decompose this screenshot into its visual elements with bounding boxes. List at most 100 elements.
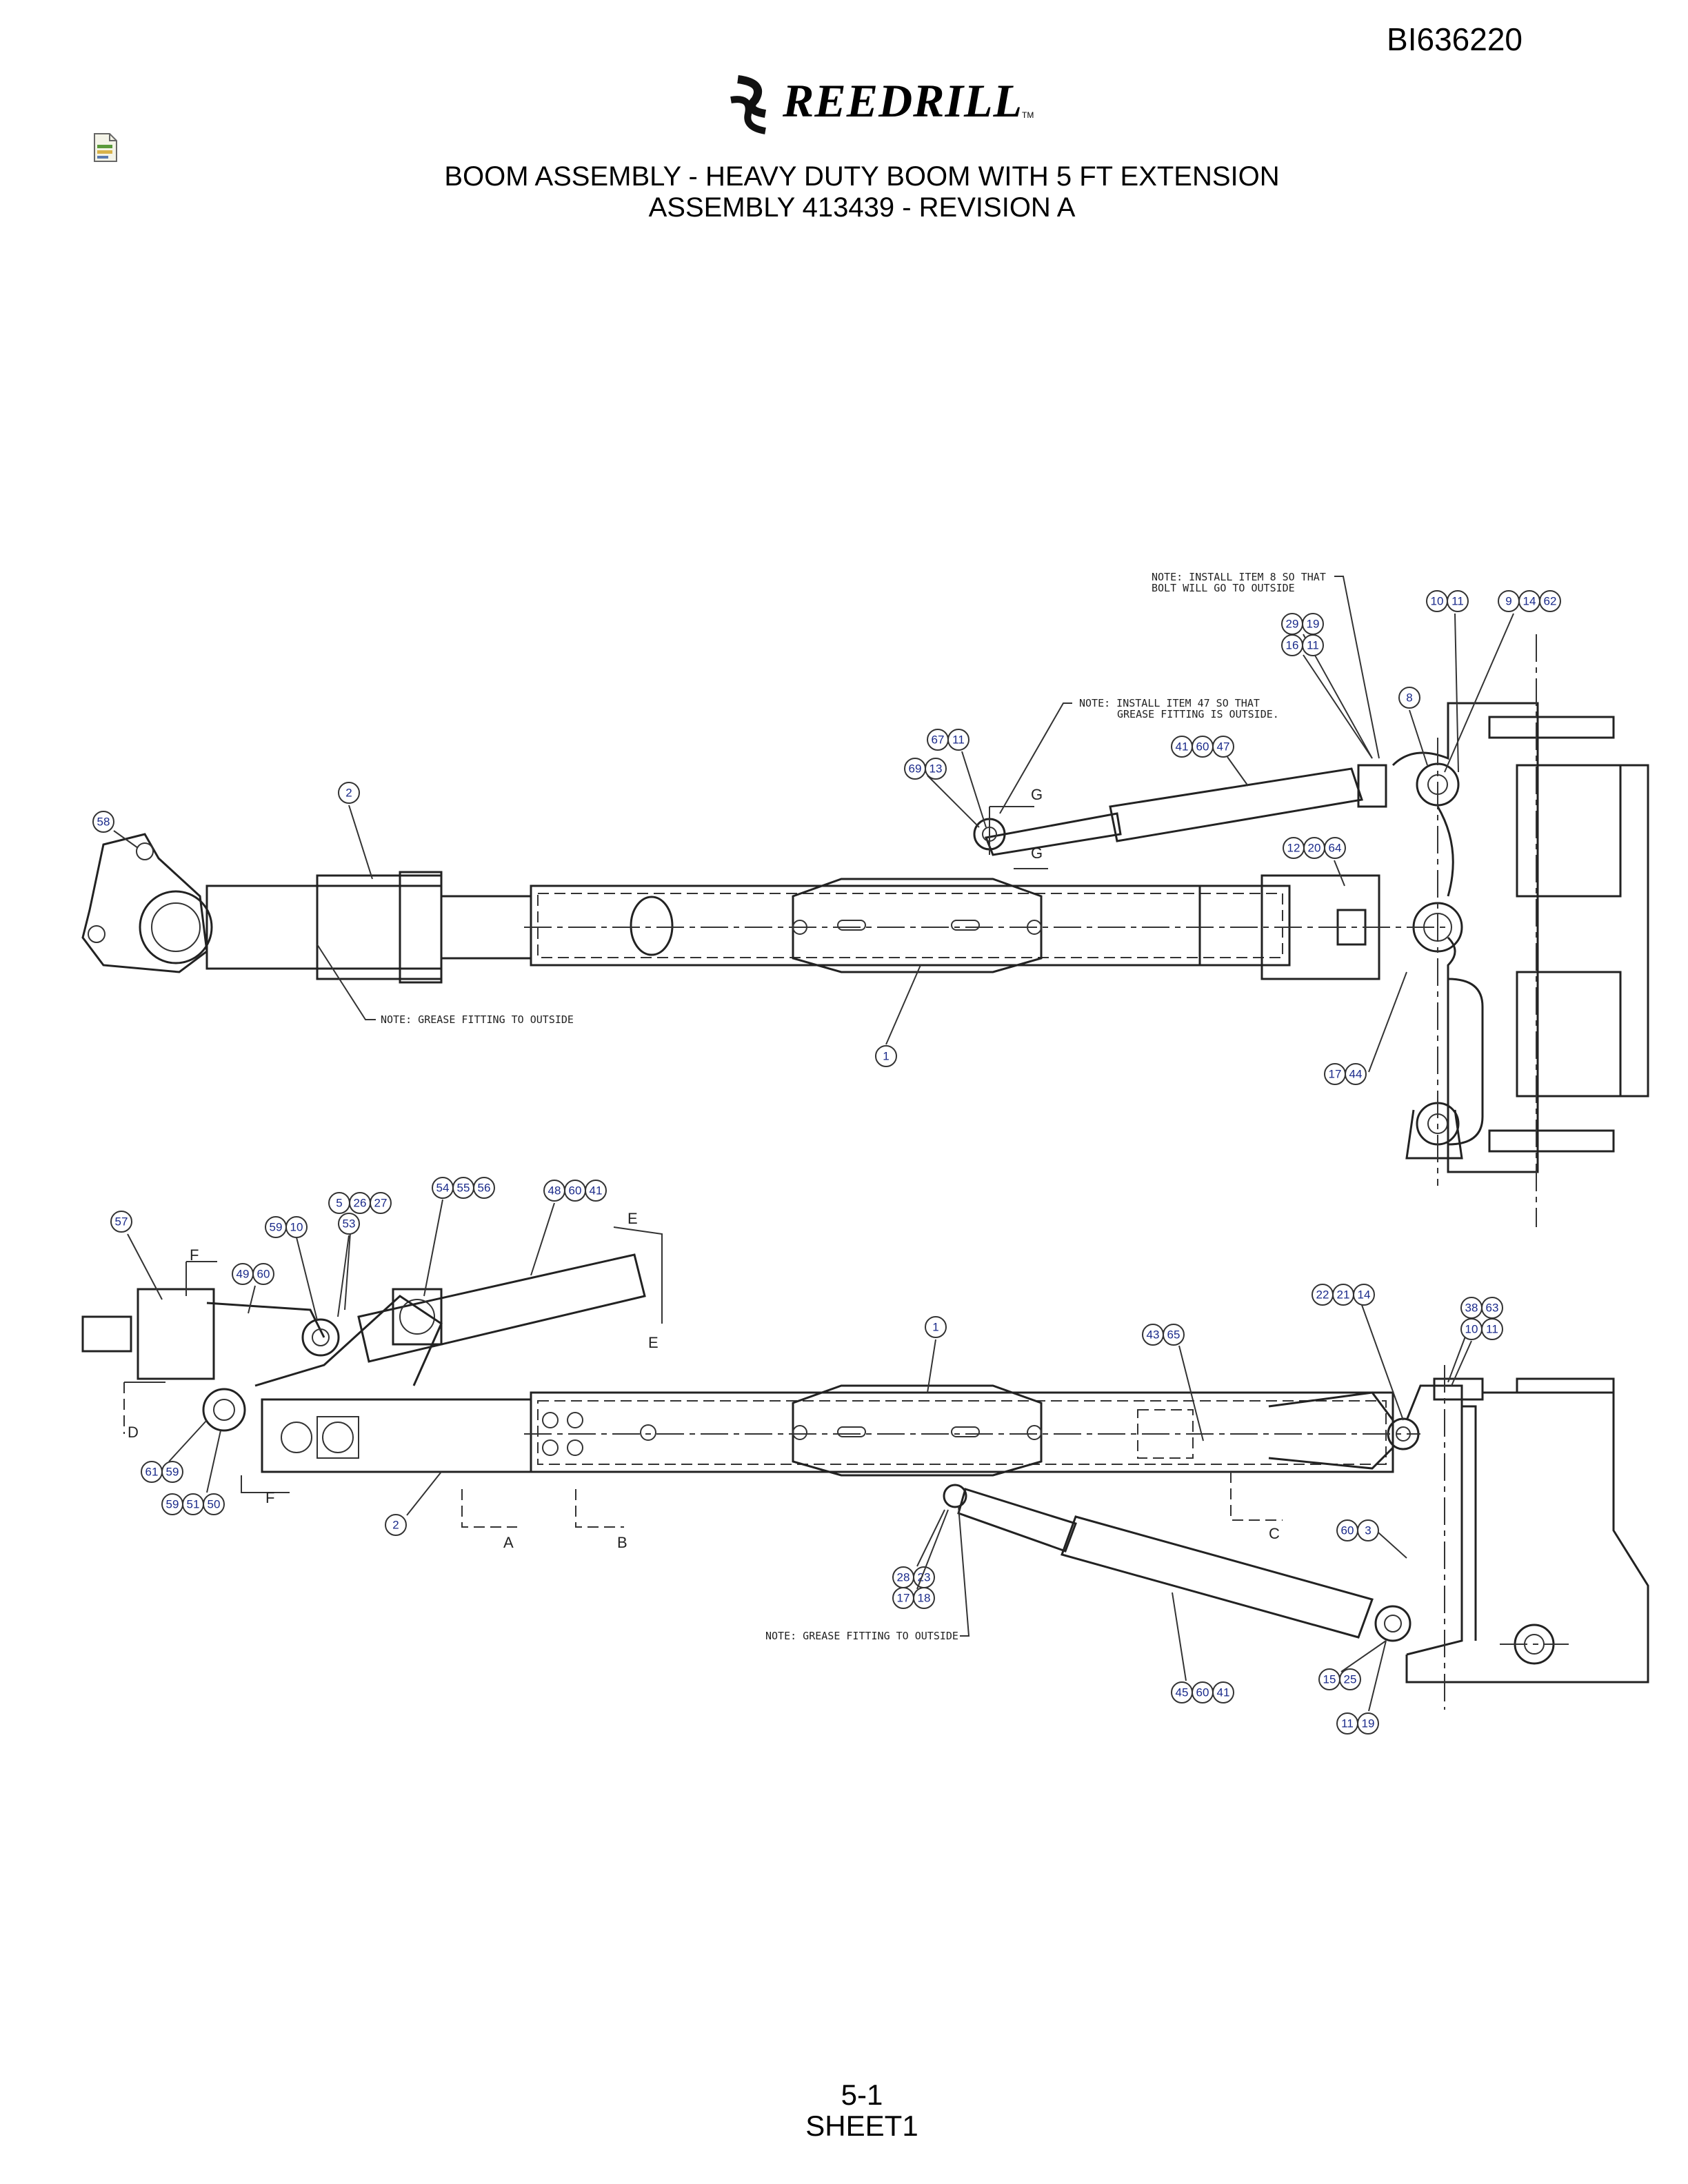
item-number: 58	[97, 816, 110, 829]
item-number: 44	[1349, 1068, 1363, 1081]
note-item-47-line2: GREASE FITTING IS OUTSIDE.	[1117, 708, 1279, 720]
item-number: 11	[1341, 1717, 1354, 1730]
item-balloon	[913, 1587, 935, 1609]
item-number: 69	[909, 762, 922, 776]
note-item-47-line1: NOTE: INSTALL ITEM 47 SO THAT	[1079, 697, 1260, 709]
item-balloon	[1539, 590, 1561, 612]
item-balloon	[1163, 1324, 1185, 1346]
item-balloon	[1302, 634, 1324, 656]
item-balloon	[585, 1180, 607, 1202]
section-label-c: C	[1269, 1525, 1280, 1542]
item-number: 1	[932, 1321, 938, 1334]
item-number: 15	[1323, 1673, 1336, 1686]
item-number: 8	[1406, 691, 1412, 705]
item-number: 63	[1486, 1302, 1499, 1315]
item-number: 11	[1486, 1323, 1498, 1336]
section-label-f-bottom: F	[265, 1489, 274, 1506]
item-number: 60	[1341, 1524, 1354, 1537]
item-number: 1	[883, 1050, 889, 1063]
drawing-title: BOOM ASSEMBLY - HEAVY DUTY BOOM WITH 5 F…	[444, 161, 1280, 192]
item-number: 49	[237, 1268, 250, 1281]
item-balloon-group: 10 11	[1451, 1318, 1503, 1386]
sheet-label: SHEET1	[805, 2110, 918, 2142]
section-label-f-top: F	[190, 1246, 199, 1264]
drawing-subtitle: ASSEMBLY 413439 - REVISION A	[648, 192, 1076, 223]
item-number: 59	[166, 1466, 179, 1479]
item-balloon-group: 8	[1398, 687, 1428, 766]
item-number: 17	[1329, 1068, 1342, 1081]
item-number: 25	[1344, 1673, 1357, 1686]
item-number: 19	[1307, 618, 1320, 631]
item-number: 43	[1147, 1328, 1160, 1342]
item-balloon-group: 60 3	[1336, 1519, 1407, 1559]
item-number: 10	[1431, 595, 1444, 608]
item-balloon-group: 1	[925, 1316, 947, 1393]
item-number: 22	[1316, 1288, 1329, 1302]
item-number: 47	[1217, 740, 1230, 754]
item-balloon	[1481, 1318, 1503, 1340]
item-number: 5	[336, 1197, 342, 1210]
item-number: 19	[1362, 1717, 1375, 1730]
section-label-g-bottom: G	[1031, 845, 1043, 862]
item-number: 55	[457, 1182, 470, 1195]
page-number: 5-1	[841, 2079, 883, 2111]
item-number: 20	[1308, 842, 1321, 855]
item-number: 51	[187, 1498, 200, 1511]
item-balloon	[1212, 736, 1234, 758]
top-view	[81, 634, 1649, 1227]
item-balloon	[875, 1045, 897, 1067]
item-number: 11	[952, 734, 965, 747]
item-balloon-group: 53	[337, 1213, 360, 1317]
note-grease-bottom: NOTE: GREASE FITTING TO OUTSIDE	[765, 1630, 958, 1642]
item-balloon-group: 9 14 62	[1444, 590, 1561, 773]
item-balloon-group: 41 60 47	[1171, 736, 1249, 787]
document-attachment-icon[interactable]	[92, 132, 119, 163]
item-balloon	[1357, 1712, 1379, 1735]
item-balloon	[285, 1216, 308, 1238]
item-number: 59	[270, 1221, 283, 1234]
item-number: 14	[1523, 595, 1536, 608]
item-number: 13	[930, 762, 943, 776]
trademark: TM	[1022, 110, 1034, 120]
section-label-g-top: G	[1031, 786, 1043, 803]
item-number: 62	[1544, 595, 1557, 608]
item-number: 14	[1358, 1288, 1371, 1302]
item-number: 64	[1329, 842, 1342, 855]
item-balloon-group: 1	[875, 964, 921, 1067]
item-number: 60	[257, 1268, 270, 1281]
item-number: 2	[345, 787, 352, 800]
item-balloon	[1447, 590, 1469, 612]
item-balloon	[947, 729, 969, 751]
item-balloon	[161, 1461, 183, 1483]
item-balloon	[1357, 1519, 1379, 1541]
item-number: 16	[1286, 639, 1299, 652]
item-number: 3	[1365, 1524, 1371, 1537]
item-balloon	[925, 1316, 947, 1338]
item-balloon	[473, 1177, 495, 1199]
item-number: 48	[548, 1184, 561, 1197]
item-number: 60	[1196, 740, 1209, 754]
item-number: 11	[1307, 639, 1319, 652]
item-number: 10	[290, 1221, 303, 1234]
section-label-e-top: E	[627, 1210, 638, 1227]
item-balloon	[1345, 1063, 1367, 1085]
item-number: 41	[1176, 740, 1189, 754]
item-number: 9	[1505, 595, 1511, 608]
note-grease-top: NOTE: GREASE FITTING TO OUTSIDE	[381, 1013, 574, 1026]
item-number: 18	[918, 1592, 931, 1605]
annotations: NOTE: INSTALL ITEM 8 SO THAT BOLT WILL G…	[316, 571, 1380, 1642]
item-number: 61	[145, 1466, 159, 1479]
item-number: 41	[590, 1184, 603, 1197]
item-balloon	[92, 811, 114, 833]
item-balloon-group: 59 10	[265, 1216, 318, 1321]
item-number: 60	[569, 1184, 582, 1197]
item-number: 10	[1465, 1323, 1478, 1336]
note-item-8-line2: BOLT WILL GO TO OUTSIDE	[1152, 582, 1295, 594]
